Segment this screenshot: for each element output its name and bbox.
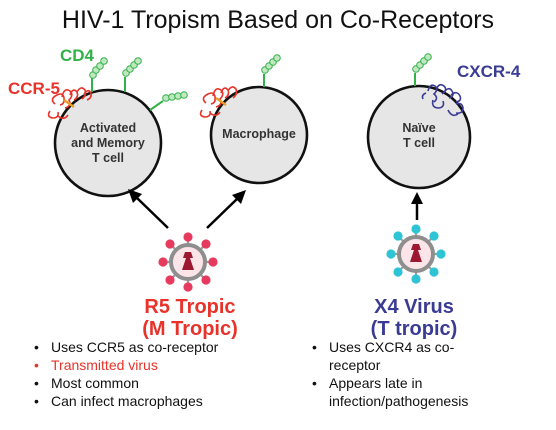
macrophage-label: Macrophage xyxy=(222,127,296,141)
list-item: Uses CXCR4 as co- receptor xyxy=(308,338,538,374)
activated-t-cell-label: Activated and Memory T cell xyxy=(71,121,145,165)
naive-t-cell-label: Naïve T cell xyxy=(402,121,436,150)
r5-tropic-title: R5 Tropic (M Tropic) xyxy=(142,296,238,340)
activated-t-cell xyxy=(53,88,163,198)
list-item: Transmitted virus xyxy=(30,356,280,374)
cd4-receptor-icon xyxy=(149,91,188,111)
cd4-receptor-icon xyxy=(122,57,142,92)
virus-icon xyxy=(386,224,446,284)
list-item: Most common xyxy=(30,374,280,392)
cd4-receptor-icon xyxy=(261,54,281,87)
cxcr4-label: CXCR-4 xyxy=(457,62,521,81)
x4-virus-title: X4 Virus (T tropic) xyxy=(370,296,458,340)
arrow-icon xyxy=(206,190,246,229)
list-item: Uses CCR5 as co-receptor xyxy=(30,338,280,356)
arrow-icon xyxy=(411,192,423,220)
ccr5-receptor-icon xyxy=(47,87,92,120)
naive-t-cell xyxy=(366,84,472,190)
virus-icon xyxy=(158,232,218,292)
cd4-label: CD4 xyxy=(60,46,95,65)
ccr5-label: CCR-5 xyxy=(8,79,60,98)
list-item: Can infect macrophages xyxy=(30,392,280,410)
page-title: HIV-1 Tropism Based on Co-Receptors xyxy=(61,6,495,34)
list-item: Appears late in infection/pathogenesis xyxy=(308,374,538,410)
cd4-receptor-icon xyxy=(89,57,108,92)
x4-bullet-list: Uses CXCR4 as co- receptor Appears late … xyxy=(308,338,538,410)
cd4-receptor-icon xyxy=(412,53,432,86)
macrophage-cell xyxy=(209,85,309,185)
arrow-icon xyxy=(128,189,169,229)
cxcr4-receptor-icon xyxy=(421,83,464,117)
ccr5-receptor-icon xyxy=(199,86,238,118)
r5-bullet-list: Uses CCR5 as co-receptor Transmitted vir… xyxy=(30,338,280,410)
